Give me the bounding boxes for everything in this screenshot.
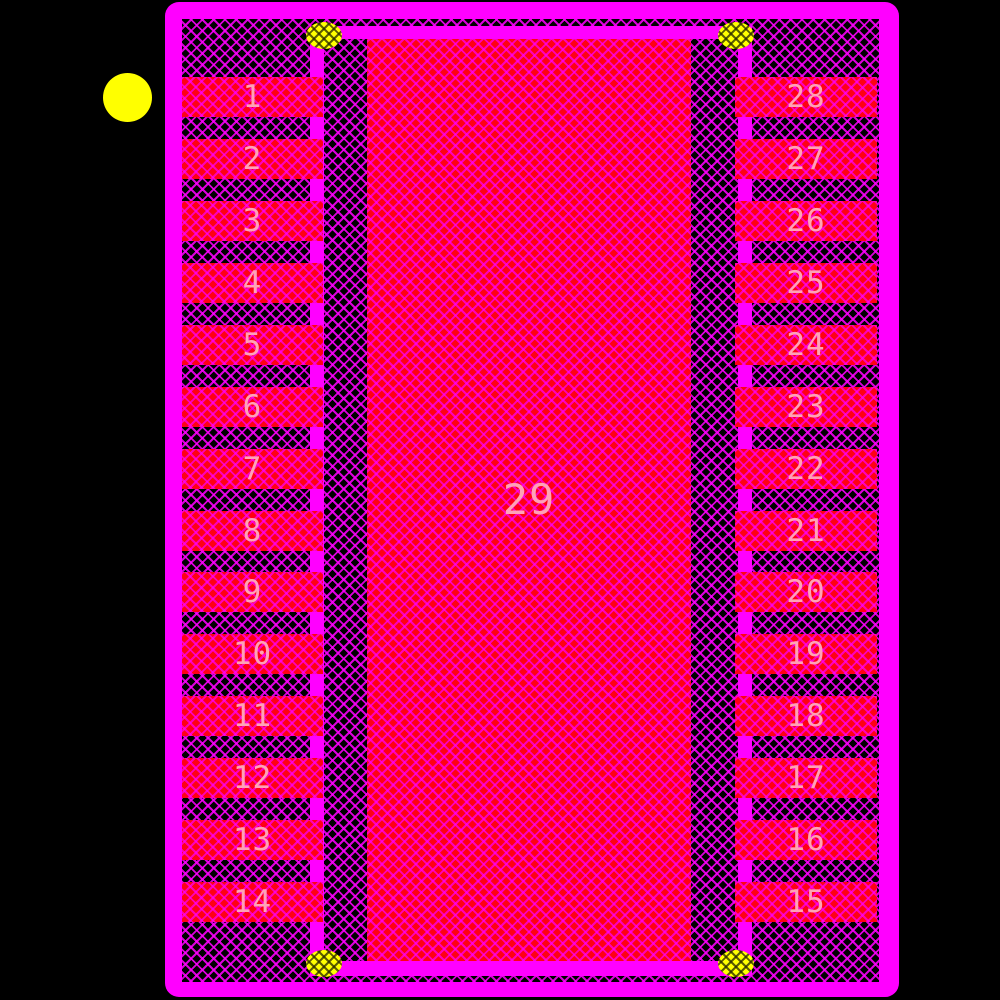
pad-12: 12 [182, 758, 323, 798]
pad-19: 19 [735, 634, 877, 674]
pad-number: 24 [786, 326, 826, 363]
thermal-pad-29: 29 [367, 39, 691, 961]
pad-18: 18 [735, 696, 877, 736]
pad-number: 15 [786, 883, 826, 920]
pad-4: 4 [182, 263, 323, 303]
silkscreen-line-top [310, 26, 752, 39]
pad-number: 22 [786, 450, 826, 487]
pad-number: 8 [242, 512, 263, 549]
pad-number: 13 [232, 821, 273, 858]
pad-10: 10 [182, 634, 323, 674]
pad-17: 17 [735, 758, 877, 798]
pad-6: 6 [182, 387, 323, 427]
pad-22: 22 [735, 449, 877, 489]
pad-number: 28 [786, 78, 826, 115]
pad-9: 9 [182, 572, 323, 612]
pad-11: 11 [182, 696, 323, 736]
pad-number: 23 [786, 388, 826, 425]
pad-number: 11 [232, 697, 273, 734]
pad-24: 24 [735, 325, 877, 365]
pad-3: 3 [182, 201, 323, 241]
pad-number: 5 [242, 326, 263, 363]
pad-number: 25 [786, 264, 826, 301]
pad-1: 1 [182, 77, 323, 117]
pad-number: 3 [242, 202, 263, 239]
pad-number: 10 [232, 635, 273, 672]
pad-number: 7 [242, 450, 263, 487]
pad-21: 21 [735, 511, 877, 551]
pad-2: 2 [182, 139, 323, 179]
pin1-marker-icon [103, 73, 152, 122]
pad-20: 20 [735, 572, 877, 612]
corner-marker-icon [306, 22, 342, 49]
silkscreen-line-bottom [310, 961, 752, 976]
pad-16: 16 [735, 820, 877, 860]
pad-14: 14 [182, 882, 323, 922]
pad-15: 15 [735, 882, 877, 922]
pad-7: 7 [182, 449, 323, 489]
pad-number: 1 [242, 78, 263, 115]
pad-13: 13 [182, 820, 323, 860]
pad-number: 29 [502, 475, 556, 524]
pad-number: 9 [242, 573, 263, 610]
pad-number: 4 [242, 264, 263, 301]
pad-26: 26 [735, 201, 877, 241]
corner-marker-icon [718, 22, 754, 49]
pad-number: 26 [786, 202, 826, 239]
pad-28: 28 [735, 77, 877, 117]
pad-25: 25 [735, 263, 877, 303]
pad-number: 20 [786, 573, 826, 610]
pad-number: 16 [786, 821, 826, 858]
pad-number: 12 [232, 759, 273, 796]
pad-number: 18 [786, 697, 826, 734]
pad-23: 23 [735, 387, 877, 427]
pad-number: 27 [786, 140, 826, 177]
pad-27: 27 [735, 139, 877, 179]
pad-5: 5 [182, 325, 323, 365]
pad-number: 21 [786, 512, 826, 549]
corner-marker-icon [306, 950, 342, 977]
pad-number: 19 [786, 635, 826, 672]
pad-8: 8 [182, 511, 323, 551]
pad-number: 17 [786, 759, 826, 796]
pad-number: 2 [242, 140, 263, 177]
pad-number: 14 [232, 883, 273, 920]
pad-number: 6 [242, 388, 263, 425]
corner-marker-icon [718, 950, 754, 977]
